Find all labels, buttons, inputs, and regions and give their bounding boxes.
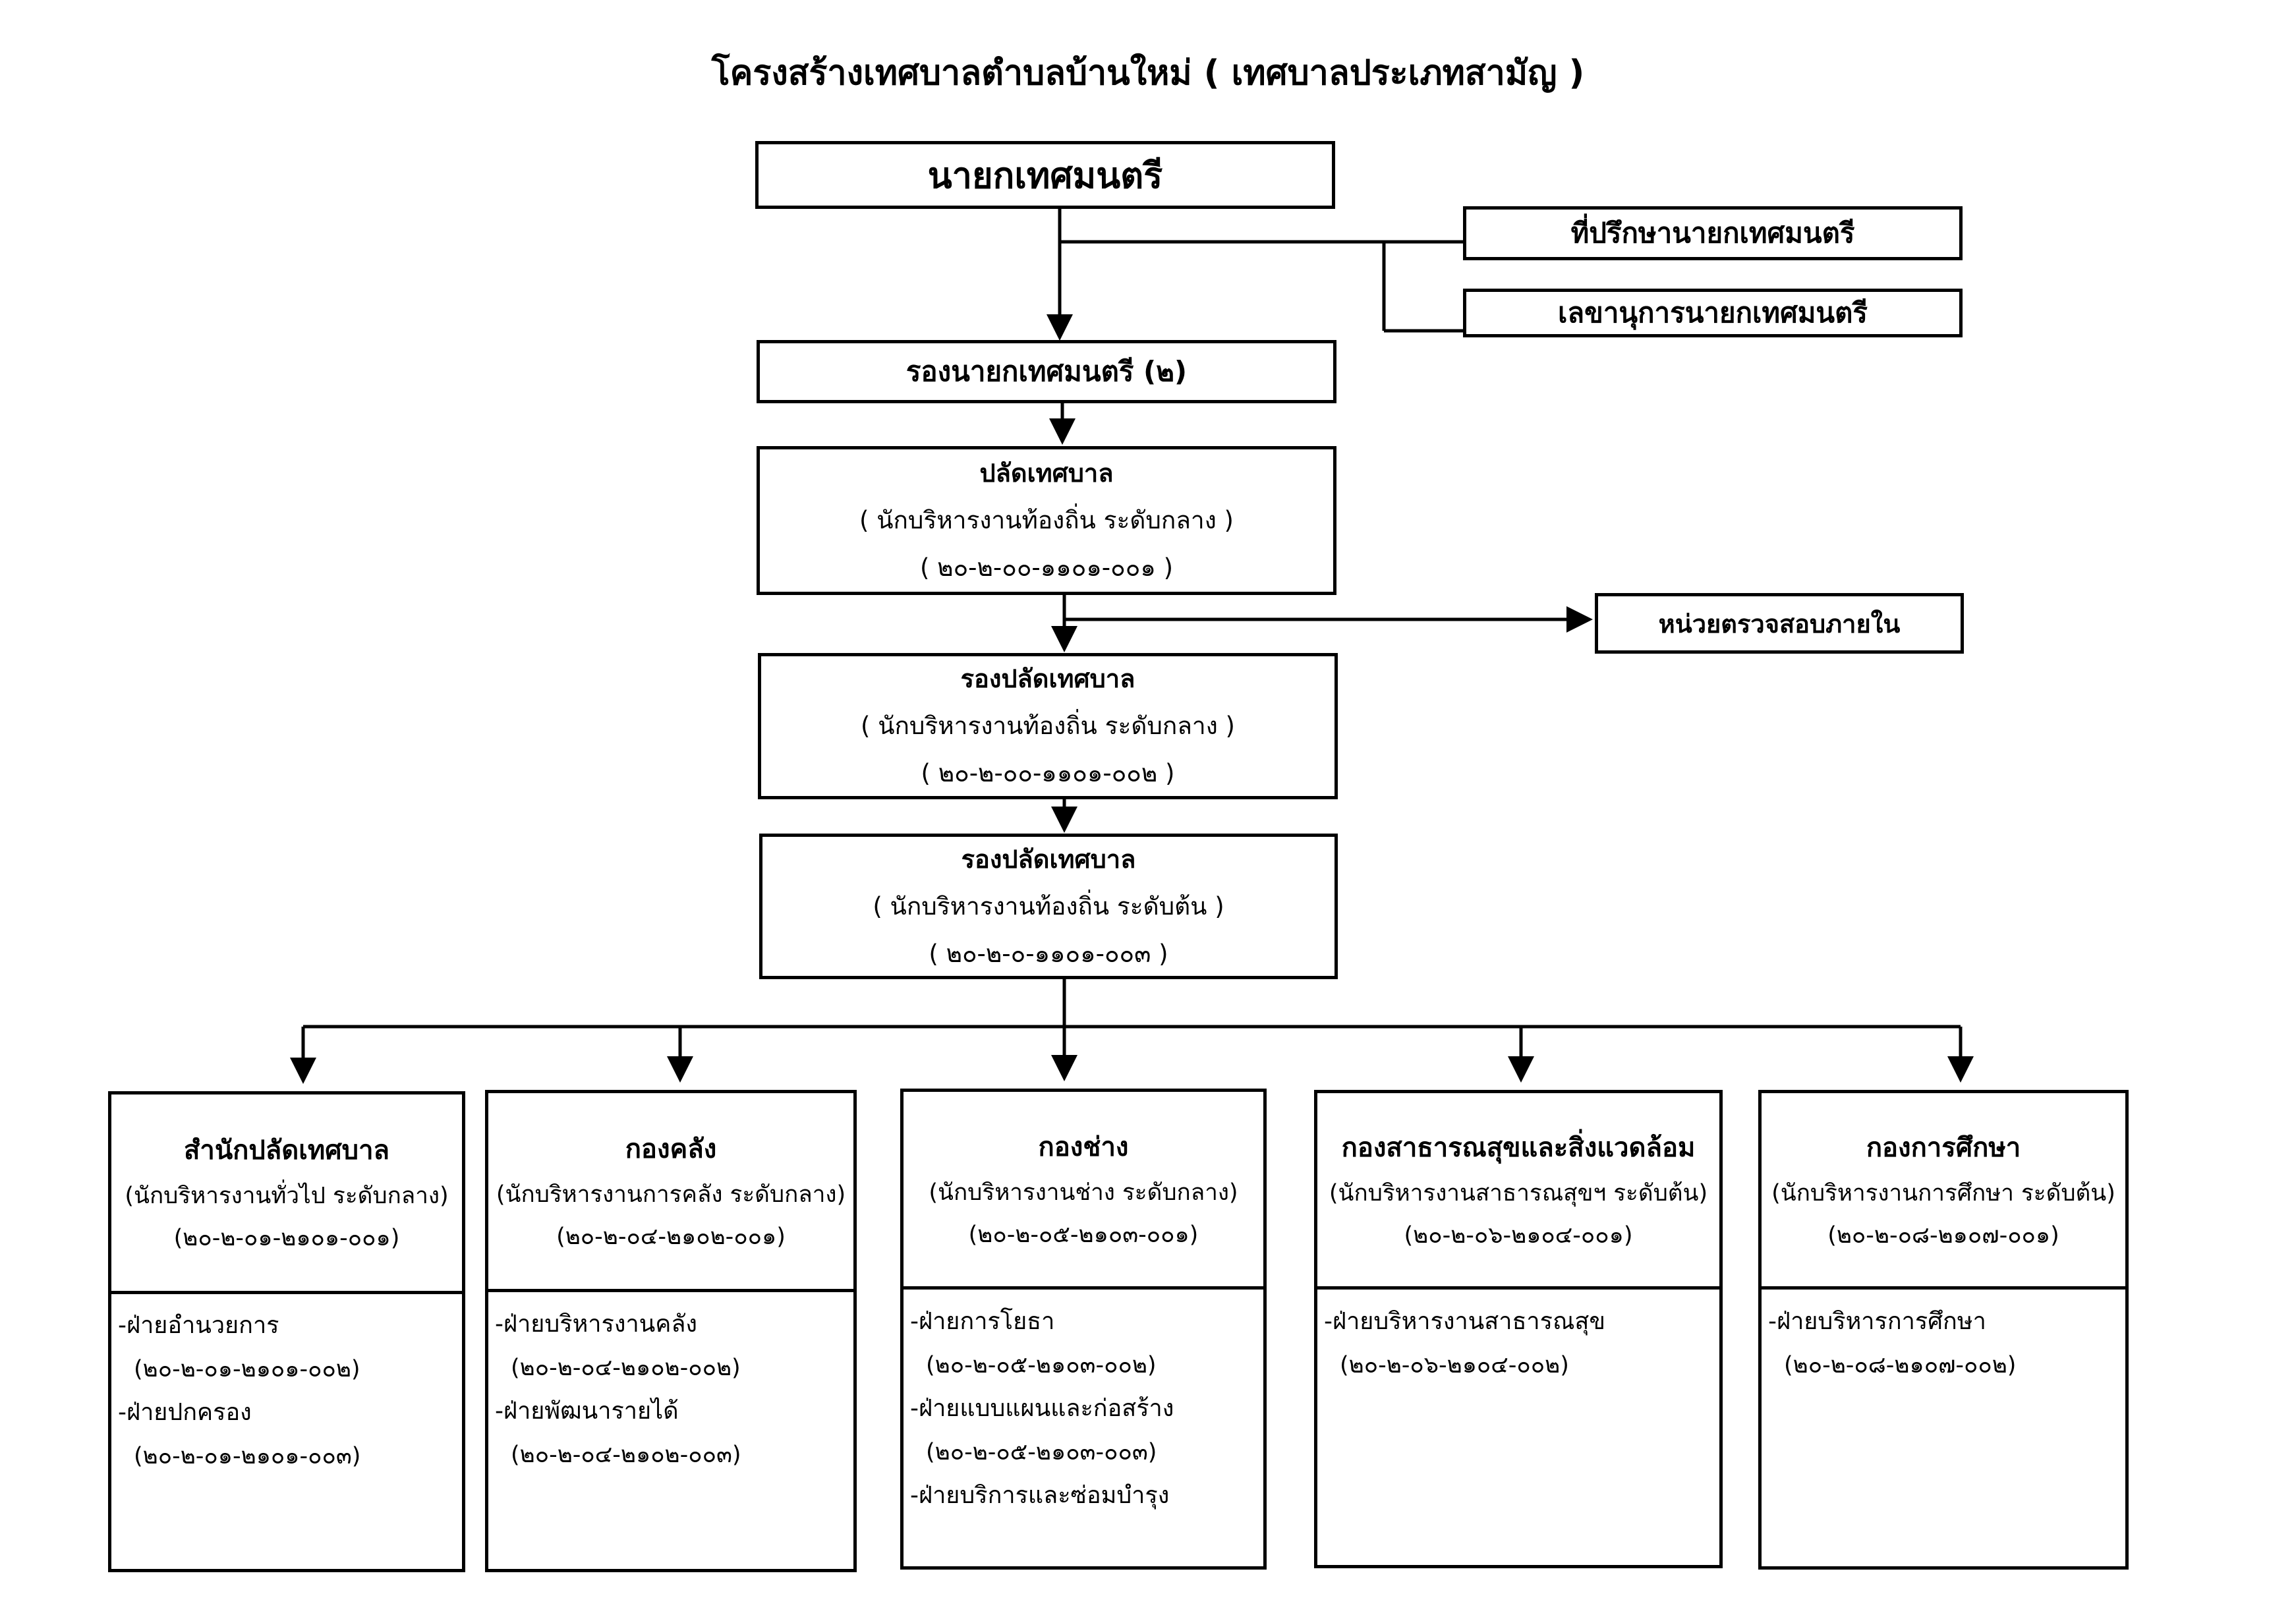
division-box-engineering: กองช่าง (นักบริหารงานช่าง ระดับกลาง) (๒๐… xyxy=(900,1089,1267,1570)
division-header: กองสาธารณสุขและสิ่งแวดล้อม (นักบริหารงาน… xyxy=(1317,1093,1719,1290)
section-code: (๒๐-๒-๐๘-๒๑๐๗-๐๐๒) xyxy=(1784,1352,2017,1378)
division-name: กองช่าง xyxy=(1038,1131,1129,1162)
deputy-clerk-1-position: ( นักบริหารงานท้องถิ่น ระดับกลาง ) xyxy=(861,712,1235,740)
division-code: (๒๐-๒-๐๑-๒๑๐๑-๐๐๑) xyxy=(173,1225,400,1251)
deputy-clerk-2-position: ( นักบริหารงานท้องถิ่น ระดับต้น ) xyxy=(873,892,1224,921)
deputy-clerk-2-code: ( ๒๐-๒-๐-๑๑๐๑-๐๐๓ ) xyxy=(929,939,1168,968)
division-code: (๒๐-๒-๐๖-๒๑๐๔-๐๐๑) xyxy=(1404,1222,1633,1249)
section-code: (๒๐-๒-๐๕-๒๑๐๓-๐๐๓) xyxy=(926,1439,1157,1465)
section-name: -ฝ่ายบริหารการศึกษา xyxy=(1768,1308,1986,1335)
division-header: กองช่าง (นักบริหารงานช่าง ระดับกลาง) (๒๐… xyxy=(904,1092,1263,1290)
section-code: (๒๐-๒-๐๕-๒๑๐๓-๐๐๒) xyxy=(926,1352,1157,1378)
division-header: สำนักปลัดเทศบาล (นักบริหารงานทั่วไป ระดั… xyxy=(111,1094,462,1294)
section-code: (๒๐-๒-๐๔-๒๑๐๒-๐๐๓) xyxy=(511,1442,741,1468)
division-header: กองคลัง (นักบริหารงานการคลัง ระดับกลาง) … xyxy=(488,1093,853,1292)
mayor-label: นายกเทศมนตรี xyxy=(927,154,1163,196)
division-position: (นักบริหารงานทั่วไป ระดับกลาง) xyxy=(125,1183,449,1209)
division-sections: -ฝ่ายบริหารงานสาธารณสุข (๒๐-๒-๐๖-๒๑๐๔-๐๐… xyxy=(1324,1300,1713,1387)
division-code: (๒๐-๒-๐๘-๒๑๐๗-๐๐๑) xyxy=(1827,1222,2059,1249)
division-name: กองคลัง xyxy=(625,1133,717,1164)
division-sections: -ฝ่ายบริหารงานคลัง (๒๐-๒-๐๔-๒๑๐๒-๐๐๒) -ฝ… xyxy=(495,1303,847,1477)
division-header: กองการศึกษา (นักบริหารงานการศึกษา ระดับต… xyxy=(1762,1093,2125,1290)
division-position: (นักบริหารงานช่าง ระดับกลาง) xyxy=(929,1179,1238,1206)
division-code: (๒๐-๒-๐๔-๒๑๐๒-๐๐๑) xyxy=(556,1223,786,1250)
division-name: กองการศึกษา xyxy=(1866,1132,2021,1163)
division-code: (๒๐-๒-๐๕-๒๑๐๓-๐๐๑) xyxy=(968,1221,1199,1248)
clerk-code: ( ๒๐-๒-๐๐-๑๑๐๑-๐๐๑ ) xyxy=(919,554,1174,582)
deputy-clerk-2-box: รองปลัดเทศบาล ( นักบริหารงานท้องถิ่น ระด… xyxy=(759,834,1338,979)
deputy-mayor-box: รองนายกเทศมนตรี (๒) xyxy=(757,340,1336,403)
division-box-education: กองการศึกษา (นักบริหารงานการศึกษา ระดับต… xyxy=(1758,1090,2129,1570)
secretary-box: เลขานุการนายกเทศมนตรี xyxy=(1463,289,1963,337)
deputy-clerk-1-code: ( ๒๐-๒-๐๐-๑๑๐๑-๐๐๒ ) xyxy=(921,759,1175,787)
section-name: -ฝ่ายพัฒนารายได้ xyxy=(495,1398,679,1425)
deputy-mayor-label: รองนายกเทศมนตรี (๒) xyxy=(905,355,1188,387)
division-name: สำนักปลัดเทศบาล xyxy=(183,1135,390,1166)
section-code: (๒๐-๒-๐๑-๒๑๐๑-๐๐๓) xyxy=(134,1443,361,1469)
division-position: (นักบริหารงานการศึกษา ระดับต้น) xyxy=(1771,1179,2115,1207)
section-name: -ฝ่ายบริการและซ่อมบำรุง xyxy=(910,1482,1170,1509)
division-sections: -ฝ่ายบริหารการศึกษา (๒๐-๒-๐๘-๒๑๐๗-๐๐๒) xyxy=(1768,1300,2119,1387)
division-sections: -ฝ่ายการโยธา (๒๐-๒-๐๕-๒๑๐๓-๐๐๒) -ฝ่ายแบบ… xyxy=(910,1300,1257,1518)
mayor-box: นายกเทศมนตรี xyxy=(755,141,1335,209)
section-name: -ฝ่ายบริหารงานคลัง xyxy=(495,1311,697,1338)
division-position: (นักบริหารงานสาธารณสุขฯ ระดับต้น) xyxy=(1329,1179,1708,1207)
clerk-label: ปลัดเทศบาล xyxy=(979,459,1114,488)
advisor-box: ที่ปรึกษานายกเทศมนตรี xyxy=(1463,206,1963,260)
advisor-label: ที่ปรึกษานายกเทศมนตรี xyxy=(1570,217,1855,249)
section-name: -ฝ่ายปกครอง xyxy=(118,1399,252,1426)
secretary-label: เลขานุการนายกเทศมนตรี xyxy=(1558,297,1868,329)
division-name: กองสาธารณสุขและสิ่งแวดล้อม xyxy=(1341,1132,1696,1163)
internal-audit-box: หน่วยตรวจสอบภายใน xyxy=(1595,593,1964,654)
clerk-position: ( นักบริหารงานท้องถิ่น ระดับกลาง ) xyxy=(859,506,1234,534)
section-code: (๒๐-๒-๐๑-๒๑๐๑-๐๐๒) xyxy=(134,1356,360,1382)
internal-audit-label: หน่วยตรวจสอบภายใน xyxy=(1658,609,1901,639)
deputy-clerk-2-label: รองปลัดเทศบาล xyxy=(961,844,1136,874)
division-box-clerk-office: สำนักปลัดเทศบาล (นักบริหารงานทั่วไป ระดั… xyxy=(108,1091,465,1572)
division-sections: -ฝ่ายอำนวยการ (๒๐-๒-๐๑-๒๑๐๑-๐๐๒) -ฝ่ายปก… xyxy=(118,1304,455,1478)
section-name: -ฝ่ายบริหารงานสาธารณสุข xyxy=(1324,1308,1605,1335)
division-box-finance: กองคลัง (นักบริหารงานการคลัง ระดับกลาง) … xyxy=(485,1090,857,1572)
division-box-public-health: กองสาธารณสุขและสิ่งแวดล้อม (นักบริหารงาน… xyxy=(1314,1090,1723,1568)
division-position: (นักบริหารงานการคลัง ระดับกลาง) xyxy=(496,1181,846,1208)
section-name: -ฝ่ายการโยธา xyxy=(910,1308,1055,1335)
deputy-clerk-1-box: รองปลัดเทศบาล ( นักบริหารงานท้องถิ่น ระด… xyxy=(758,653,1338,799)
section-name: -ฝ่ายอำนวยการ xyxy=(118,1312,279,1339)
page-title: โครงสร้างเทศบาลตำบลบ้านใหม่ ( เทศบาลประเ… xyxy=(711,53,1585,93)
section-code: (๒๐-๒-๐๖-๒๑๐๔-๐๐๒) xyxy=(1340,1352,1569,1378)
clerk-box: ปลัดเทศบาล ( นักบริหารงานท้องถิ่น ระดับก… xyxy=(757,446,1336,595)
section-name: -ฝ่ายแบบแผนและก่อสร้าง xyxy=(910,1395,1174,1422)
deputy-clerk-1-label: รองปลัดเทศบาล xyxy=(960,664,1135,693)
section-code: (๒๐-๒-๐๔-๒๑๐๒-๐๐๒) xyxy=(511,1355,741,1381)
